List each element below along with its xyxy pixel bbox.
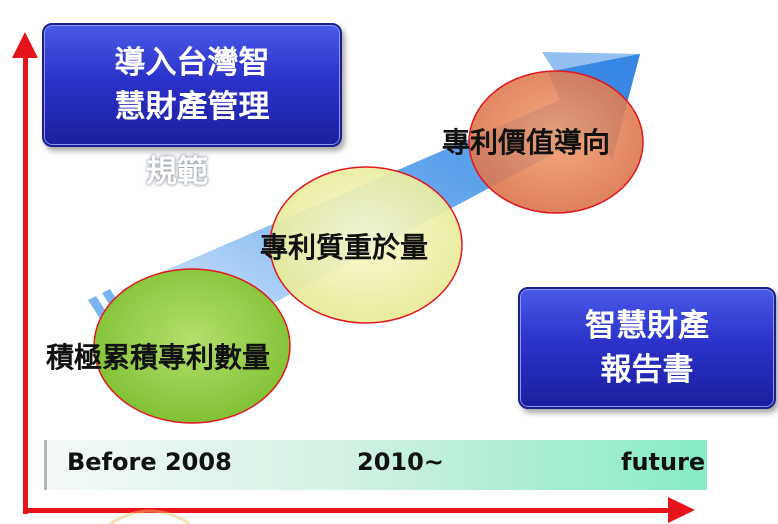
decorative-arc (109, 509, 191, 524)
box-right-line2: 報告書 (600, 352, 694, 388)
stage-label-1: 積極累積專利數量 (46, 341, 271, 374)
box-top-line1: 導入台灣智 (114, 45, 270, 81)
stage-label-3: 專利價值導向 (442, 126, 611, 159)
timeline-band: Before 2008 2010~ future (44, 440, 707, 490)
stage-circle-green (93, 268, 291, 424)
stage-label-2: 專利質重於量 (260, 231, 429, 264)
horizontal-axis (23, 497, 695, 523)
vertical-axis (12, 32, 38, 514)
box-top-overflow-text: 規範 (146, 154, 208, 190)
box-ip-report: 智慧財產 報告書 (518, 287, 776, 409)
timeline-2010: 2010~ (357, 448, 444, 476)
timeline-before-2008: Before 2008 (67, 448, 232, 476)
box-taiwan-ip-management: 導入台灣智 慧財產管理 (42, 23, 342, 147)
stage-circle-yellow (269, 166, 463, 324)
stage-circle-orange (468, 70, 644, 214)
box-right-line1: 智慧財產 (585, 308, 709, 344)
timeline-future: future (621, 448, 706, 476)
box-top-line2: 慧財產管理 (114, 89, 270, 125)
